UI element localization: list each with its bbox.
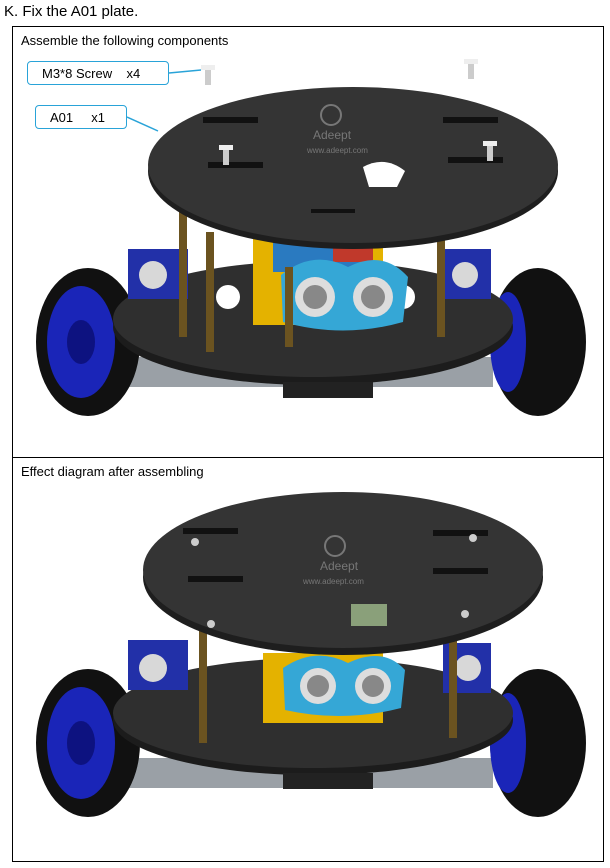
ultrasonic-sensor — [283, 655, 405, 717]
left-wheel — [36, 669, 140, 817]
plate-url-text: www.adeept.com — [302, 577, 364, 586]
robot-car-exploded-figure: Adeept www.adeept.com — [36, 59, 586, 416]
a01-plate: Adeept www.adeept.com — [148, 87, 558, 249]
assembly-step-panel: Assemble the following components — [12, 26, 604, 458]
screw-callout: M3*8 Screw x4 — [27, 61, 169, 85]
assembly-step-title: Assemble the following components — [21, 33, 229, 48]
result-panel: Effect diagram after assembling — [12, 458, 604, 862]
plate-brand-text: Adeept — [313, 128, 352, 142]
left-wheel — [36, 268, 140, 416]
plate-brand-text: Adeept — [320, 559, 359, 573]
robot-car-assembled-figure: Adeept www.adeept.com — [36, 492, 586, 817]
plate-url-text: www.adeept.com — [306, 146, 368, 155]
a01-plate: Adeept www.adeept.com — [143, 492, 543, 655]
m3-screws — [201, 59, 497, 165]
step-heading: K. Fix the A01 plate. — [4, 3, 139, 20]
result-title: Effect diagram after assembling — [21, 464, 204, 479]
ultrasonic-sensor — [281, 259, 408, 331]
plate-callout: A01 x1 — [35, 105, 127, 129]
right-wheel — [490, 669, 586, 817]
